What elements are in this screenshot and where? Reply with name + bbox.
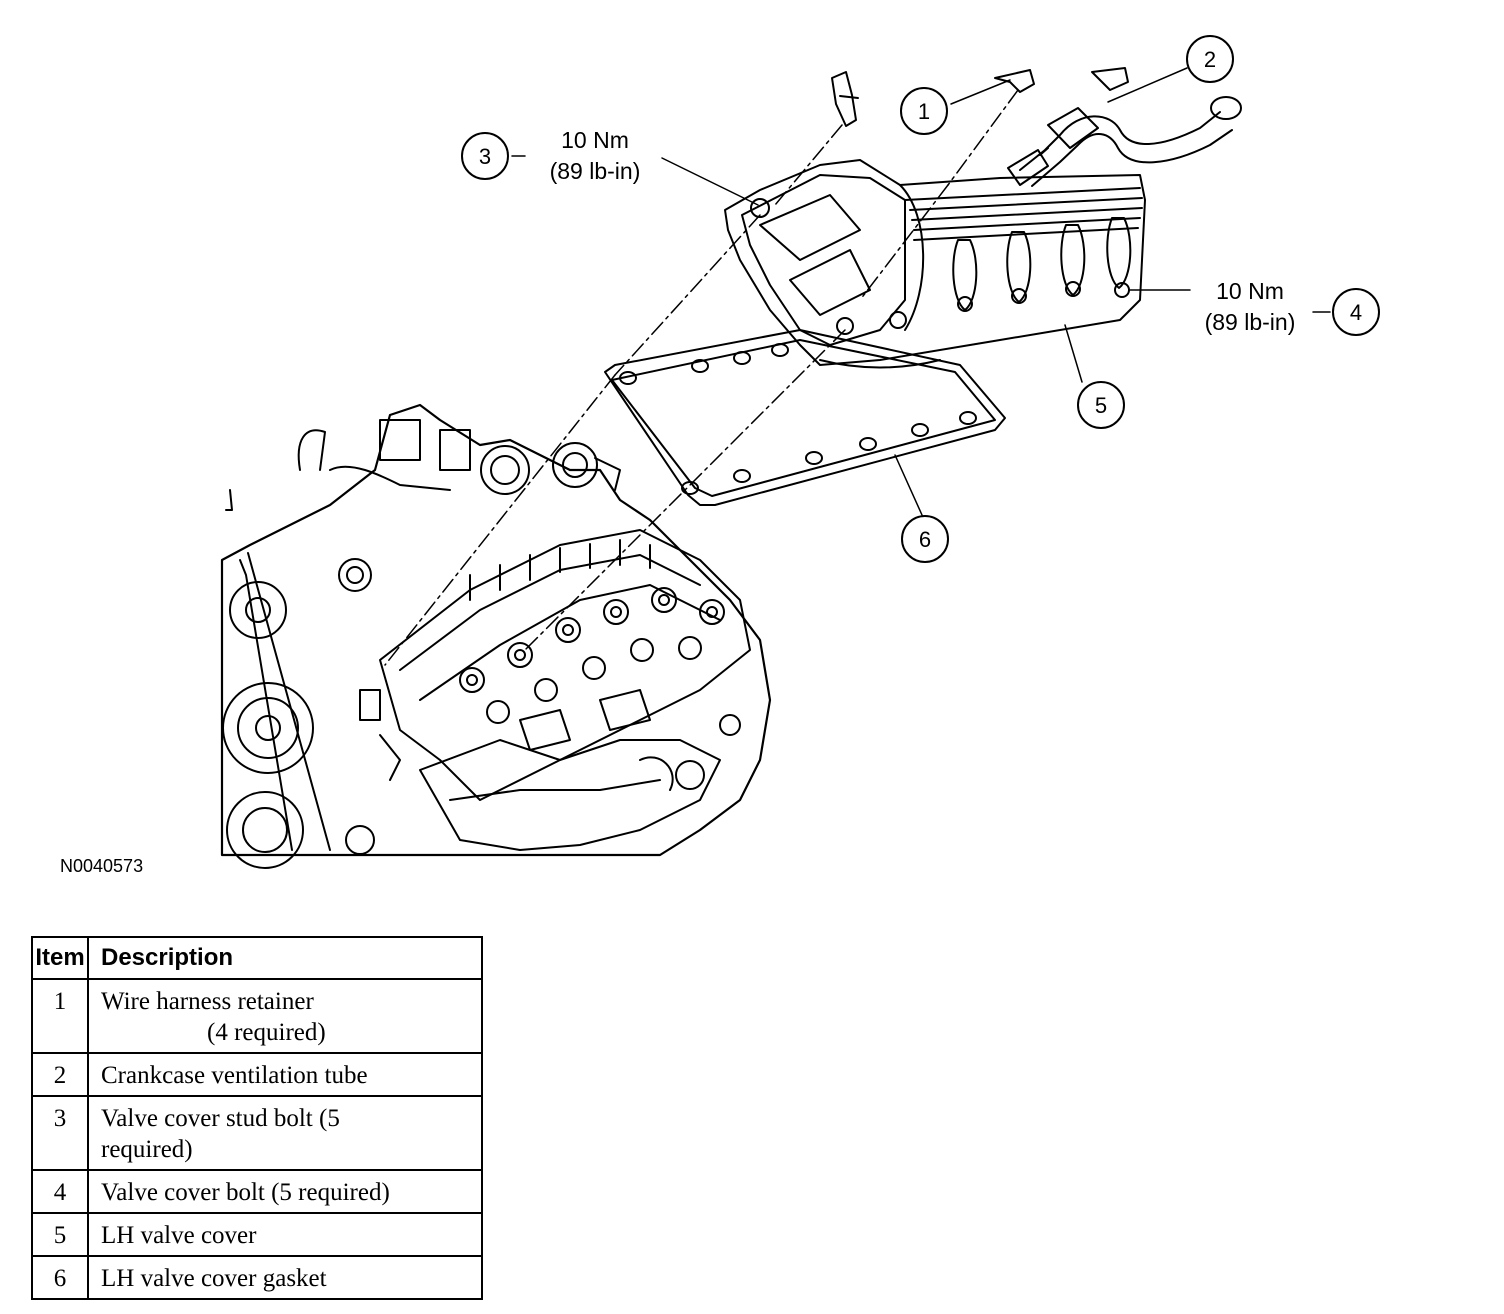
description-text: Wire harness retainer [101, 988, 314, 1015]
table-row: 6 LH valve cover gasket [31, 1255, 483, 1300]
torque-metric: 10 Nm [561, 127, 629, 153]
table-row: 4 Valve cover bolt (5 required) [31, 1169, 483, 1214]
item-number: 1 [31, 978, 89, 1054]
svg-text:6: 6 [919, 527, 931, 552]
exploded-view-diagram: 1 2 3 4 5 6 [220, 35, 1380, 869]
item-description: Valve cover bolt (5 required) [87, 1169, 483, 1214]
callout-2: 2 [1186, 35, 1234, 83]
item-number: 5 [31, 1212, 89, 1257]
table-row: 1 Wire harness retainer (4 required) [31, 978, 483, 1054]
item-description: Wire harness retainer (4 required) [87, 978, 483, 1054]
lh-valve-cover [724, 159, 1146, 369]
item-description: Crankcase ventilation tube [87, 1052, 483, 1097]
callout-6: 6 [901, 515, 949, 563]
table-row: 5 LH valve cover [31, 1212, 483, 1257]
column-header-item: Item [31, 936, 89, 980]
alignment-lines [384, 89, 1019, 666]
leader-lines [511, 67, 1331, 516]
item-description: Valve cover stud bolt (5 required) [87, 1095, 483, 1171]
svg-text:2: 2 [1204, 47, 1216, 72]
parts-legend-table: Item Description 1 Wire harness retainer… [31, 936, 483, 1300]
item-number: 6 [31, 1255, 89, 1300]
torque-imperial: (89 lb-in) [1204, 309, 1296, 335]
torque-metric: 10 Nm [1216, 278, 1284, 304]
item-description: LH valve cover gasket [87, 1255, 483, 1300]
svg-text:4: 4 [1350, 300, 1362, 325]
svg-text:1: 1 [918, 99, 930, 124]
valve-cover-gasket [604, 329, 1006, 506]
callout-1: 1 [900, 87, 948, 135]
crankcase-ventilation-tube [1007, 96, 1242, 187]
item-number: 3 [31, 1095, 89, 1171]
callout-4: 4 [1332, 288, 1380, 336]
table-row: 2 Crankcase ventilation tube [31, 1052, 483, 1097]
column-header-description: Description [87, 936, 483, 980]
table-row: 3 Valve cover stud bolt (5 required) [31, 1095, 483, 1171]
callout-3: 3 [461, 132, 509, 180]
figure-id: N0040573 [60, 856, 144, 876]
callout-5: 5 [1077, 381, 1125, 429]
item-number: 2 [31, 1052, 89, 1097]
engine-block [220, 403, 772, 869]
table-header-row: Item Description [31, 936, 483, 980]
torque-label-cover-bolt: 10 Nm (89 lb-in) [1180, 276, 1320, 338]
torque-imperial: (89 lb-in) [549, 158, 641, 184]
svg-text:5: 5 [1095, 393, 1107, 418]
torque-label-stud-bolt: 10 Nm (89 lb-in) [525, 125, 665, 187]
svg-text:3: 3 [479, 144, 491, 169]
description-quantity: (4 required) [207, 1019, 326, 1046]
item-number: 4 [31, 1169, 89, 1214]
item-description: LH valve cover [87, 1212, 483, 1257]
